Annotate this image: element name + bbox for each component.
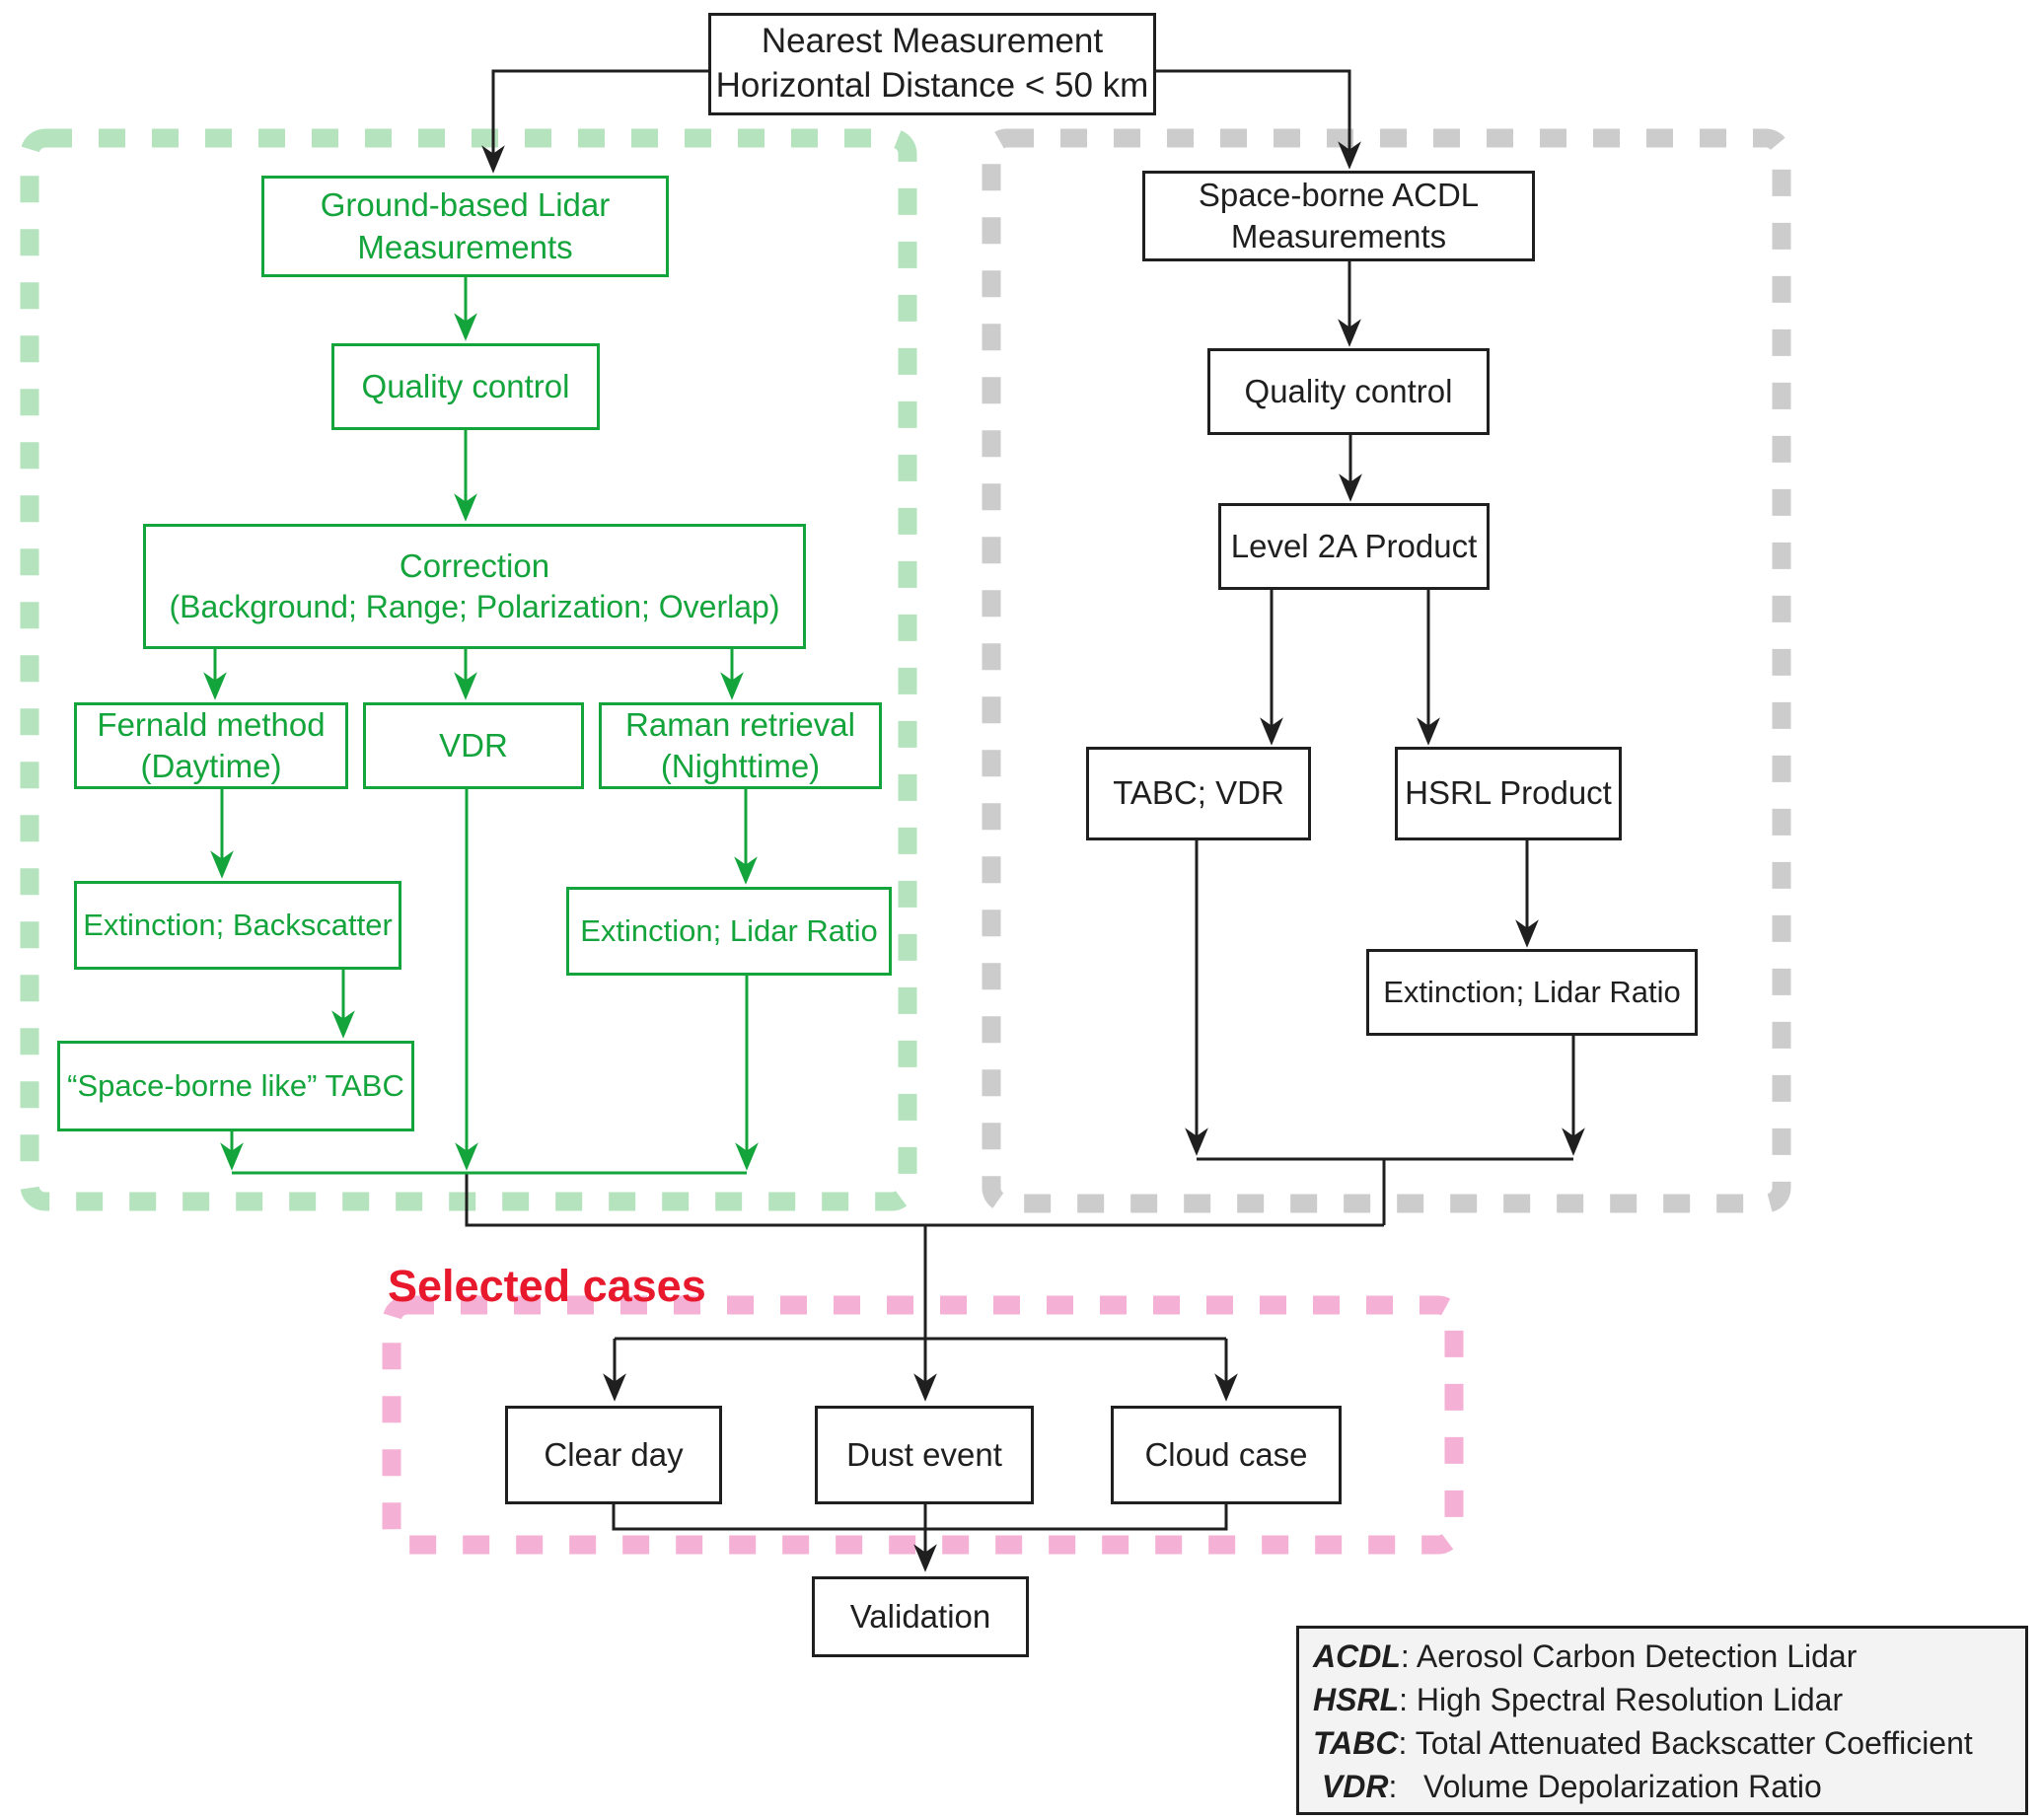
legend-definition: : Total Attenuated Backscatter Coefficie… [1398, 1725, 1973, 1761]
legend-definition: : Volume Depolarization Ratio [1388, 1769, 1822, 1804]
node-label: VDR [439, 726, 508, 764]
legend-row-tabc: TABC: Total Attenuated Backscatter Coeff… [1313, 1721, 2011, 1765]
space-acdl-region-border [982, 128, 1791, 1213]
node-label: TABC; VDR [1113, 774, 1284, 812]
node-label: “Space-borne like” TABC [67, 1068, 404, 1104]
node-label-line2: (Daytime) [140, 748, 282, 784]
legend-row-hsrl: HSRL: High Spectral Resolution Lidar [1313, 1678, 2011, 1721]
node-label-line1: Nearest Measurement [761, 22, 1104, 61]
node-extinction-lidar-ratio-space: Extinction; Lidar Ratio [1366, 949, 1698, 1036]
node-label-line1: Correction [399, 546, 550, 584]
node-quality-control-space: Quality control [1207, 348, 1490, 435]
node-label-line2: Measurements [357, 228, 573, 265]
node-ground-based-lidar: Ground-based Lidar Measurements [261, 176, 669, 277]
legend-row-vdr: VDR: Volume Depolarization Ratio [1313, 1765, 2011, 1808]
node-label: Quality control [1244, 372, 1453, 409]
legend-abbr: VDR [1313, 1769, 1389, 1804]
node-vdr: VDR [363, 702, 584, 789]
node-level-2a-product: Level 2A Product [1218, 503, 1490, 590]
node-label: Extinction; Lidar Ratio [580, 913, 878, 949]
node-label: Extinction; Lidar Ratio [1383, 975, 1681, 1010]
legend-abbr: ACDL [1313, 1638, 1401, 1674]
node-label-line2: Measurements [1230, 218, 1447, 255]
main-merge-line [465, 1173, 1384, 1227]
node-label-line1: Ground-based Lidar [320, 186, 611, 224]
selected-cases-title: Selected cases [388, 1261, 706, 1311]
node-label-line2: Horizontal Distance < 50 km [715, 66, 1149, 105]
node-label-line2: (Background; Range; Polarization; Overla… [169, 589, 780, 625]
node-label: Quality control [361, 367, 570, 404]
node-quality-control-ground: Quality control [331, 343, 600, 430]
connector-nearest-to-space [1156, 69, 1361, 170]
legend-abbr: TABC [1313, 1725, 1399, 1761]
node-label-line1: Fernald method [97, 705, 326, 743]
node-fernald-method: Fernald method (Daytime) [74, 702, 348, 789]
node-extinction-backscatter: Extinction; Backscatter [74, 881, 401, 970]
node-label: Extinction; Backscatter [83, 908, 393, 943]
legend-definition: : Aerosol Carbon Detection Lidar [1400, 1638, 1857, 1674]
node-label: HSRL Product [1405, 774, 1612, 812]
node-raman-retrieval: Raman retrieval (Nighttime) [599, 702, 882, 789]
cases-merge-line [612, 1504, 1228, 1531]
node-correction: Correction (Background; Range; Polarizat… [143, 524, 806, 649]
node-label: Validation [849, 1597, 991, 1635]
legend-abbr: HSRL [1313, 1682, 1400, 1717]
legend-definition: : High Spectral Resolution Lidar [1399, 1682, 1844, 1717]
ground-lidar-region-border [20, 128, 917, 1211]
node-space-borne-like-tabc: “Space-borne like” TABC [57, 1041, 414, 1131]
node-extinction-lidar-ratio-ground: Extinction; Lidar Ratio [566, 887, 892, 976]
node-clear-day: Clear day [505, 1406, 722, 1504]
node-label: Cloud case [1144, 1435, 1308, 1473]
node-label: Clear day [544, 1435, 684, 1473]
node-hsrl-product: HSRL Product [1395, 747, 1622, 840]
node-tabc-vdr: TABC; VDR [1086, 747, 1311, 840]
abbreviation-legend: ACDL: Aerosol Carbon Detection Lidar HSR… [1296, 1626, 2028, 1815]
legend-row-acdl: ACDL: Aerosol Carbon Detection Lidar [1313, 1635, 2011, 1678]
node-label-line1: Space-borne ACDL [1198, 176, 1480, 213]
node-label: Level 2A Product [1230, 527, 1478, 564]
node-validation: Validation [812, 1576, 1029, 1657]
node-label: Dust event [846, 1435, 1002, 1473]
node-nearest-measurement: Nearest Measurement Horizontal Distance … [708, 13, 1156, 115]
node-dust-event: Dust event [815, 1406, 1034, 1504]
connector-nearest-to-ground [481, 69, 708, 174]
node-cloud-case: Cloud case [1111, 1406, 1342, 1504]
node-label-line1: Raman retrieval [625, 705, 855, 743]
node-space-borne-acdl: Space-borne ACDL Measurements [1142, 171, 1535, 261]
node-label-line2: (Nighttime) [660, 748, 821, 784]
